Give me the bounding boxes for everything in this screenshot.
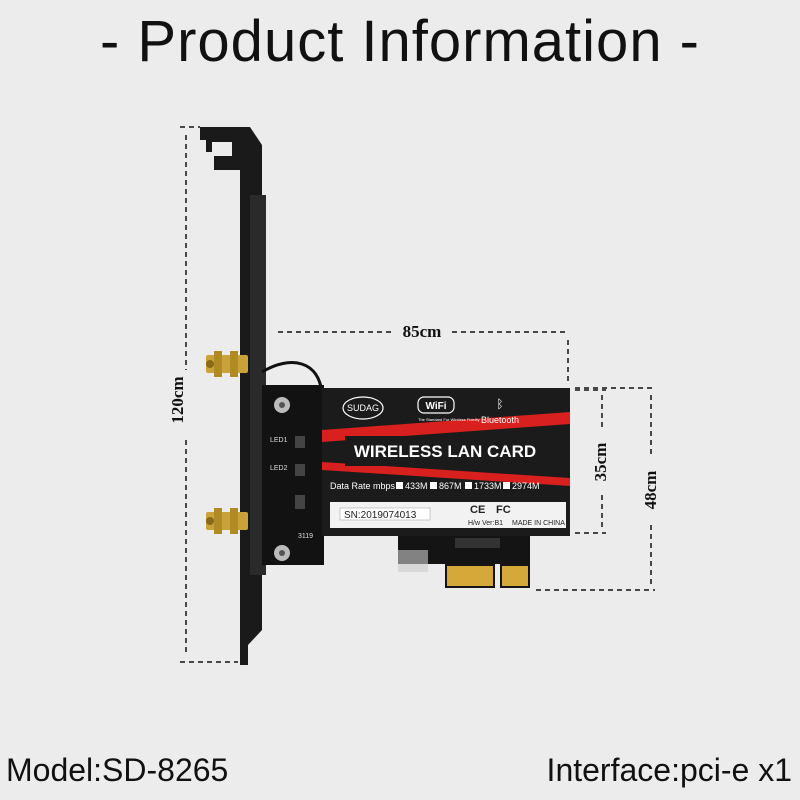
card-height-label: 35cm — [591, 443, 610, 482]
wireless-card: WIRELESS LAN CARD SUDAG WiFi The Standar… — [322, 388, 570, 588]
bluetooth-label: Bluetooth — [481, 415, 519, 425]
antenna-connector-top — [206, 351, 248, 377]
dimension-total-height — [536, 387, 655, 591]
model-label: Model:SD-8265 — [6, 752, 229, 788]
rate-3: 1733M — [474, 481, 502, 491]
made-in: MADE IN CHINA — [512, 520, 565, 527]
led1-label: LED1 — [270, 437, 288, 444]
cert-ce: CE — [470, 504, 485, 516]
gold-contacts — [447, 566, 528, 586]
hw-version: H/w Ver:B1 — [468, 520, 503, 527]
dimension-width — [278, 331, 569, 385]
width-label: 85cm — [403, 322, 442, 341]
led2-label: LED2 — [270, 465, 288, 472]
rate-4: 2974M — [512, 481, 540, 491]
rate-1: 433M — [405, 481, 428, 491]
card-product-name: WIRELESS LAN CARD — [354, 442, 536, 461]
dimension-height — [180, 126, 238, 663]
antenna-connector-bottom — [206, 508, 248, 534]
bluetooth-icon: ᛒ — [496, 397, 503, 411]
led-board: LED1 LED2 3119 — [262, 385, 324, 565]
cert-fc: FC — [496, 504, 511, 516]
data-rate-label: Data Rate mbps — [330, 481, 396, 491]
card-brand: SUDAG — [347, 403, 379, 413]
wifi-logo: WiFi — [425, 401, 446, 412]
serial-number: SN:2019074013 — [344, 510, 417, 521]
page-title: - Product Information - — [100, 9, 700, 74]
pcb-marking: 3119 — [298, 533, 313, 540]
rate-2: 867M — [439, 481, 462, 491]
metal-bracket — [200, 127, 266, 665]
total-height-label: 48cm — [641, 471, 660, 510]
interface-label: Interface:pci-e x1 — [546, 752, 792, 788]
wifi-tagline: The Standard For Wireless Fidelity — [418, 417, 480, 422]
dimension-card-height — [575, 389, 606, 534]
height-label: 120cm — [168, 376, 187, 423]
